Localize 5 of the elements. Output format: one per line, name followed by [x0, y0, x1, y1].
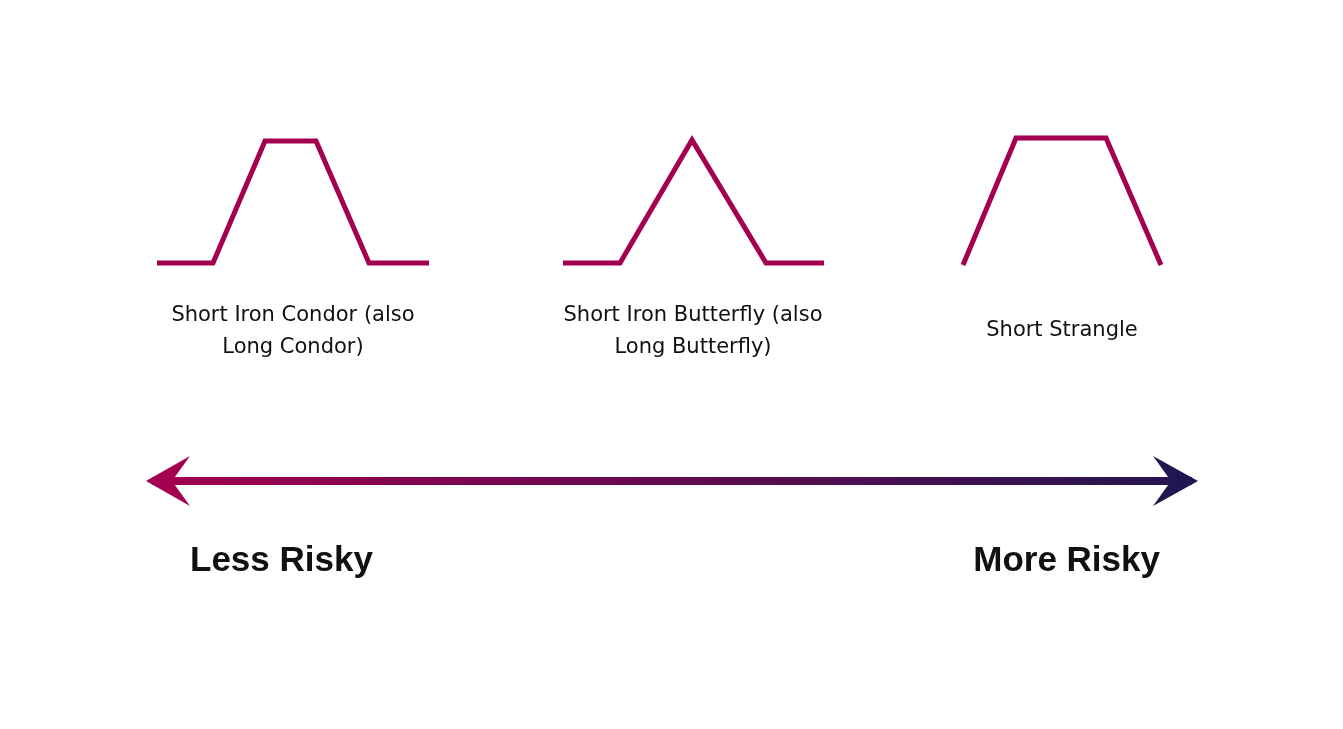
- strategy-caption: Short Iron Condor (also Long Condor): [170, 301, 416, 360]
- strategy-caption: Short Strangle: [985, 316, 1139, 343]
- risk-label: Less Risky: [190, 538, 374, 580]
- risk-label: More Risky: [972, 538, 1160, 580]
- strategy-caption: Short Iron Butterfly (also Long Butterfly): [562, 301, 824, 360]
